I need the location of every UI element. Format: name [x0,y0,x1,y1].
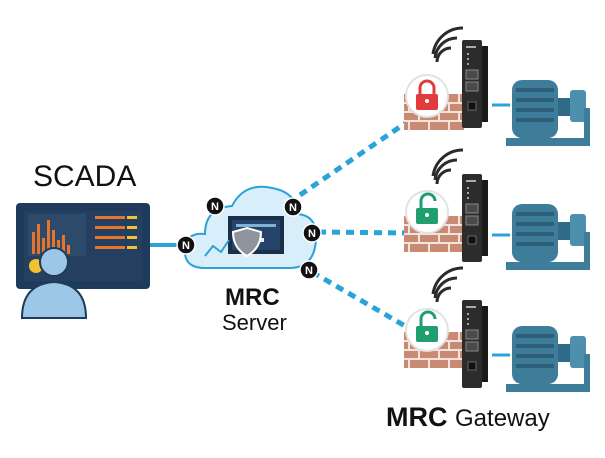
pump-icon [506,80,590,146]
wifi-icon [431,148,465,186]
person-icon [20,247,88,319]
lock-icon [416,192,438,224]
gateway-device-icon [461,173,489,263]
node-icon [176,196,322,280]
link-middle [317,229,409,236]
server-label-sub: Server [222,310,287,335]
gateway-label: MRC Gateway [386,402,550,433]
node-label: N [289,202,297,214]
pump-icon [506,326,590,392]
pump-icon [506,204,590,270]
scada-label: SCADA [33,160,137,193]
server-label-bold: MRC [225,284,280,311]
link-bottom [310,269,414,333]
node-label: N [305,265,313,277]
lock-icon [416,310,438,342]
node-label: N [211,201,219,213]
node-label: N [308,228,316,240]
node-label: N [182,240,190,252]
link-top [298,117,412,198]
site-bottom [403,266,590,392]
node-labels: N N N N N [182,201,316,277]
shield-icon [231,226,263,258]
monitor-icon [16,203,150,289]
gateway-label-sub: Gateway [455,405,550,432]
gateway-device-icon [461,39,489,129]
wifi-icon [431,266,465,304]
site-top [403,26,590,146]
gateway-label-bold: MRC [386,402,448,432]
wifi-icon [431,26,465,64]
gateway-device-icon [461,299,489,389]
lock-icon [416,79,438,110]
site-middle [403,148,590,270]
